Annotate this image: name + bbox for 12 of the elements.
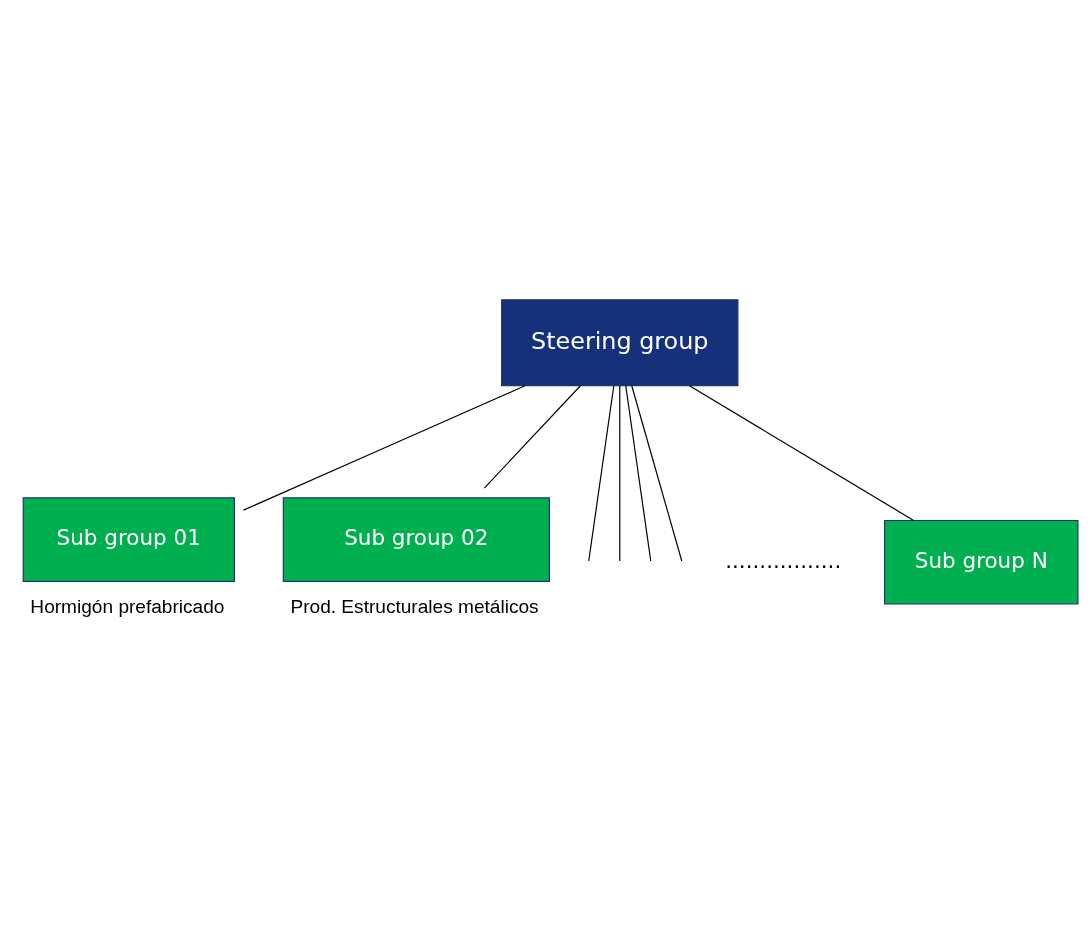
connector — [483, 384, 582, 489]
connector — [619, 384, 621, 562]
connector — [631, 384, 683, 562]
node-box: Steering group — [501, 298, 739, 386]
node-label: Prod. Estructurales metálicos — [290, 595, 539, 617]
node-box: Sub group N — [884, 519, 1079, 605]
label: ................. — [725, 547, 842, 572]
connector — [242, 384, 526, 511]
connector — [625, 384, 652, 562]
connector — [588, 384, 615, 562]
connector — [688, 384, 915, 521]
node-label: Hormigón prefabricado — [30, 595, 225, 617]
